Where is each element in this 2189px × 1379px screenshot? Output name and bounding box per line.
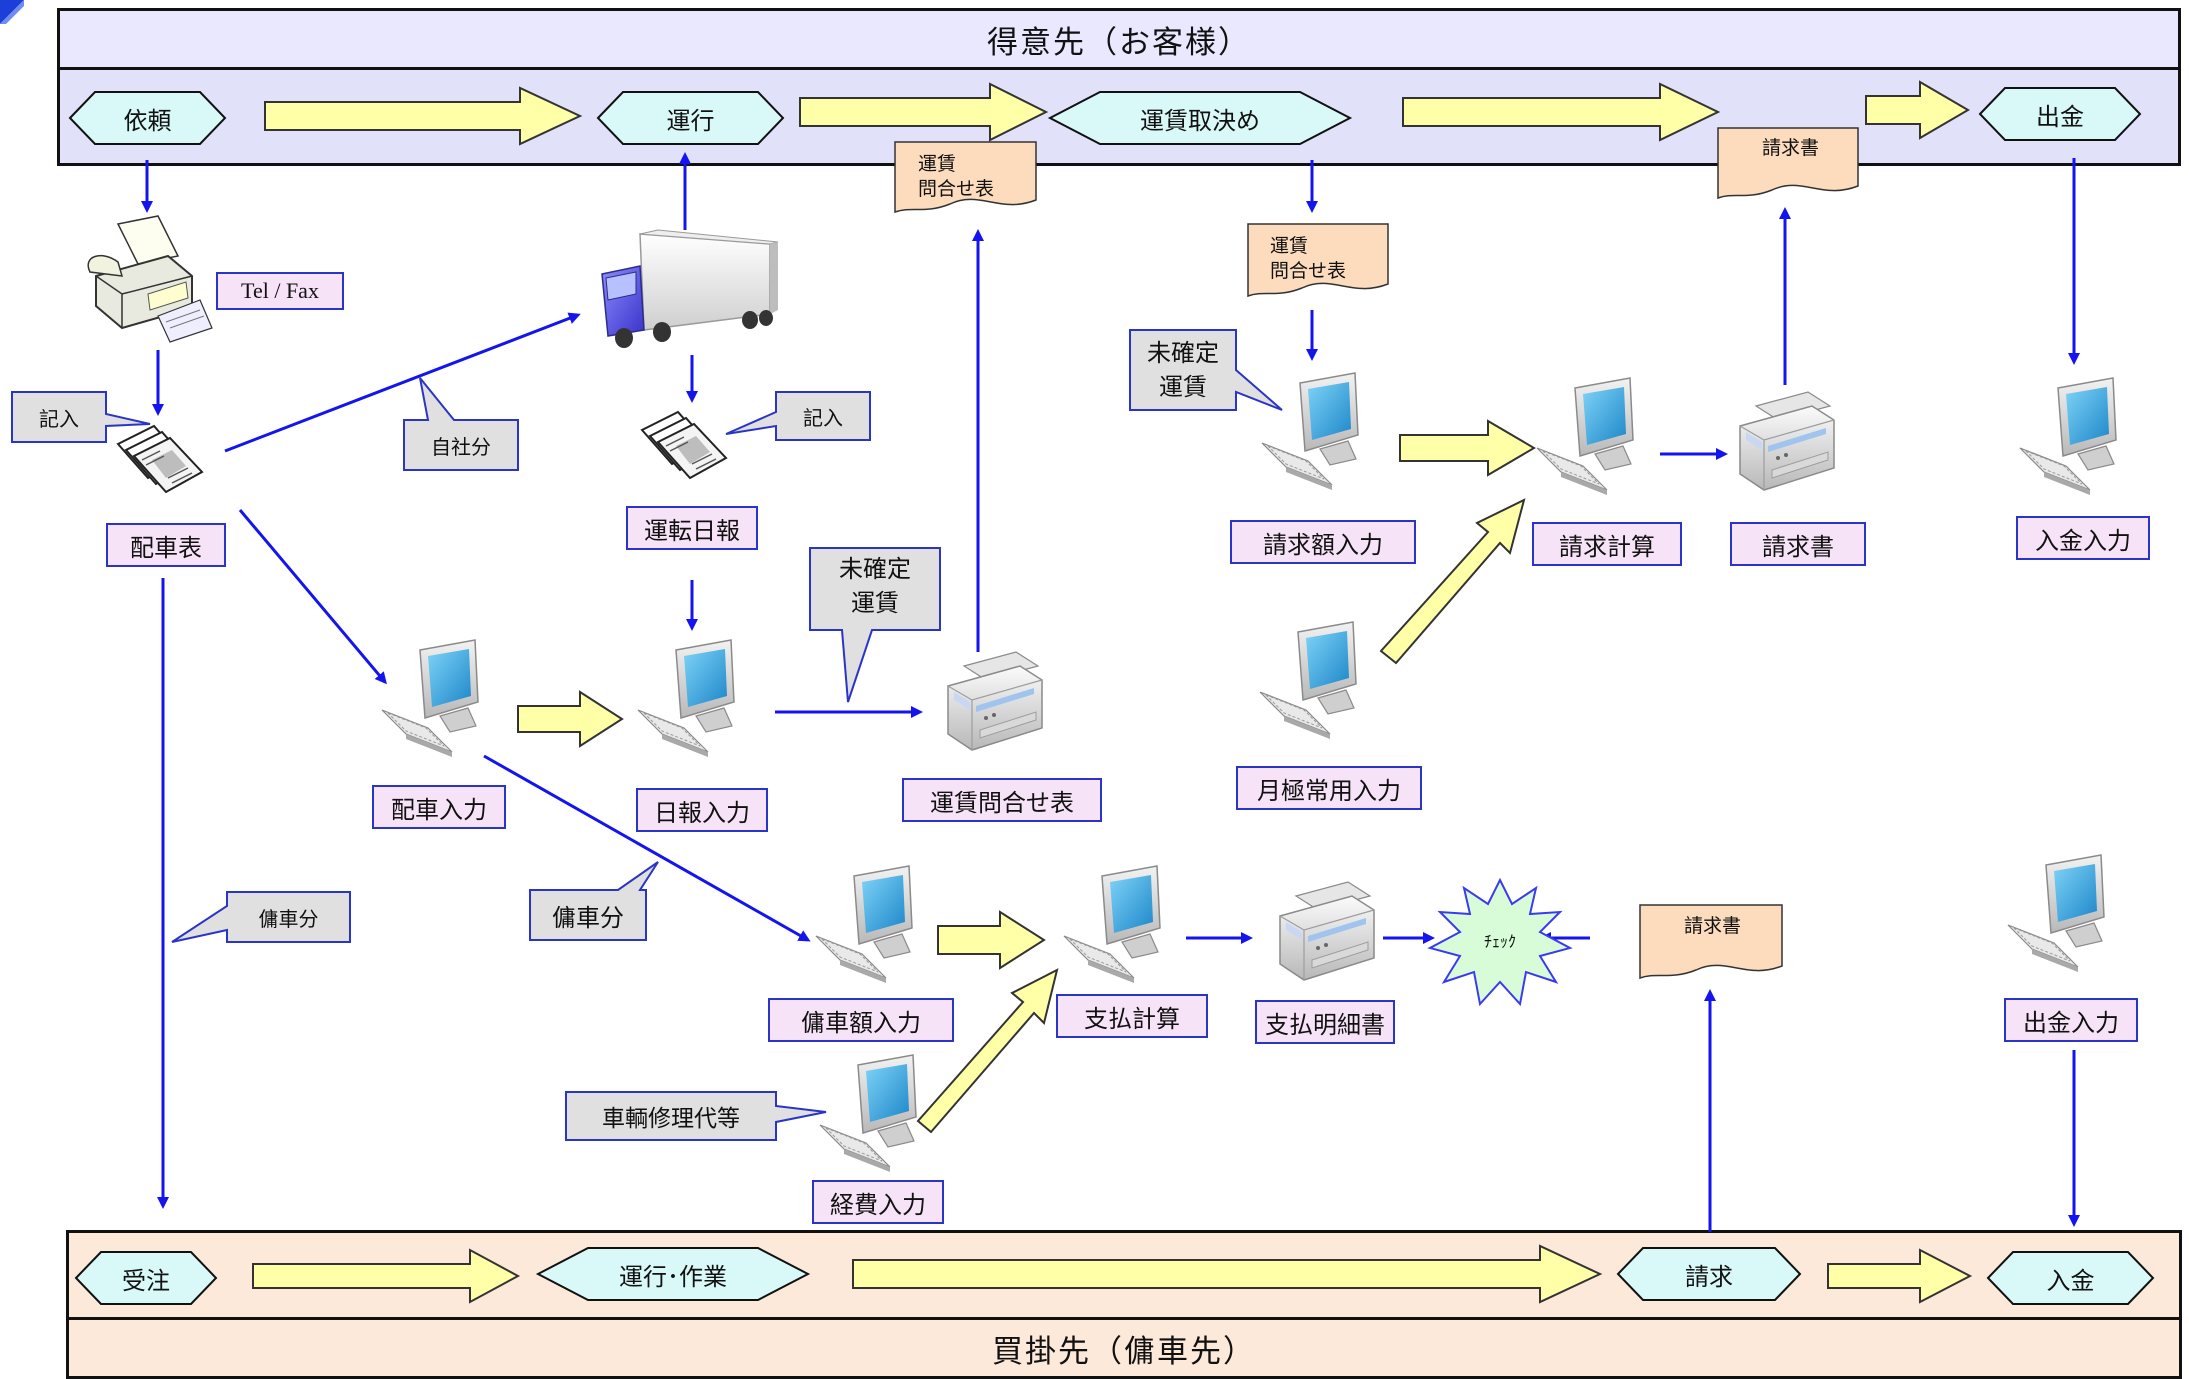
callout-jisha-shape <box>403 377 519 471</box>
customer-band-title: 得意先（お客様） <box>60 11 2178 70</box>
callout-yosha-1-shape <box>171 891 351 943</box>
flow-arrows <box>141 152 2080 1232</box>
nyukin-pc-icon <box>2019 377 2117 496</box>
yosha-gaku-label: 傭車額入力 <box>768 998 954 1042</box>
step-irai-hex <box>68 91 227 145</box>
unten-nippo-label: 運転日報 <box>626 506 758 550</box>
callout-mikakutei-1: 未確定 運賃 <box>839 555 911 617</box>
haisha-hyo-label: 配車表 <box>106 523 226 567</box>
doc-seikyusho-mid: 請求書 <box>1684 915 1742 937</box>
shiharai-keisan-pc-icon <box>1063 865 1161 984</box>
check-star <box>1427 877 1573 1007</box>
shukkin-pc-icon <box>2007 854 2105 973</box>
callout-kinyu-2: 記入 <box>803 405 843 430</box>
fat-arrow-bot-1 <box>252 1248 521 1304</box>
callout-jisha: 自社分 <box>431 434 491 459</box>
document-shapes <box>894 127 1859 980</box>
seikyusho-label: 請求書 <box>1730 522 1866 566</box>
doc-toiawase-1-shape <box>894 141 1037 214</box>
callout-kinyu-1-shape <box>11 391 151 443</box>
seikyu-keisan-label: 請求計算 <box>1532 522 1682 566</box>
callout-mikakutei-1-shape <box>809 547 941 703</box>
truck-icon <box>601 229 779 348</box>
callout-sharyo: 車輌修理代等 <box>602 1106 740 1132</box>
step-seikyu-hex <box>1616 1247 1802 1301</box>
unchin-toiawase-label: 運賃問合せ表 <box>902 778 1102 822</box>
callout-yosha-1: 傭車分 <box>258 906 319 931</box>
fat-arrow-top-2 <box>799 82 1049 142</box>
seikyusho-printer-icon <box>1739 391 1835 491</box>
callout-shapes <box>11 329 1283 1141</box>
doc-seikyusho-top: 請求書 <box>1762 137 1820 159</box>
fat-arrow-top-4 <box>1865 80 1970 140</box>
tel-fax-label: Tel / Fax <box>216 272 344 310</box>
doc-seikyusho-mid-shape <box>1639 904 1783 980</box>
callout-sharyo-shape <box>565 1091 827 1141</box>
seikyugaku-nyuryoku-label: 請求額入力 <box>1230 520 1416 564</box>
callout-yosha-2-shape <box>529 861 659 941</box>
callout-kinyu-1: 記入 <box>39 406 79 431</box>
keihi-pc-icon <box>819 1054 917 1173</box>
haisha-papers-icon <box>117 425 203 493</box>
nyukin-nyuryoku-label: 入金入力 <box>2016 516 2150 560</box>
fat-arrow-bot-3 <box>1827 1248 1973 1304</box>
fat-arrow-top-1 <box>264 86 583 146</box>
doc-seikyusho-top-shape <box>1717 127 1859 200</box>
nippo-pc-icon <box>637 639 735 758</box>
shiharai-meisai-label: 支払明細書 <box>1255 1000 1395 1044</box>
check-label: ﾁｪｯｸ <box>1483 932 1516 951</box>
step-unko-sagyo-hex <box>535 1247 811 1301</box>
doc-toiawase-2-shape <box>1247 223 1389 298</box>
callout-mikakutei-2-shape <box>1129 329 1283 411</box>
doc-toiawase-2: 運賃 問合せ表 <box>1270 235 1347 282</box>
step-nyukin-hex <box>1986 1251 2155 1305</box>
step-torikime-hex <box>1047 91 1353 145</box>
fat-arrow-pc-2 <box>1399 419 1536 477</box>
tsukigime-pc-icon <box>1259 621 1357 740</box>
step-shukkin-hex <box>1978 87 2142 141</box>
nippo-nyuryoku-label: 日報入力 <box>636 788 768 832</box>
seikyugaku-pc-icon <box>1261 372 1359 491</box>
shiharai-keisan-label: 支払計算 <box>1056 994 1208 1038</box>
fat-arrow-pc-3 <box>937 910 1046 970</box>
fat-arrows <box>252 80 1973 1304</box>
tsukigime-label: 月極常用入力 <box>1236 766 1422 810</box>
nippo-papers-icon <box>641 411 727 479</box>
shukkin-nyuryoku-label: 出金入力 <box>2004 998 2138 1042</box>
fat-arrow-bot-2 <box>852 1244 1603 1304</box>
subcontractor-band: 買掛先（傭車先） <box>66 1230 2182 1379</box>
callout-mikakutei-2: 未確定 運賃 <box>1147 339 1219 401</box>
meisai-printer-icon <box>1279 881 1375 981</box>
fat-arrow-pc-1 <box>517 690 624 748</box>
toiawase-printer-icon <box>947 651 1043 751</box>
fax-icon <box>87 215 213 343</box>
corner-decoration <box>0 0 24 24</box>
subcontractor-band-title: 買掛先（傭車先） <box>69 1317 2179 1376</box>
yosha-gaku-pc-icon <box>815 865 913 984</box>
callout-kinyu-2-shape <box>725 391 871 441</box>
top-step-hexagons <box>68 87 2142 145</box>
callout-yosha-2: 傭車分 <box>552 903 624 932</box>
step-juchu-hex <box>74 1251 218 1305</box>
step-unko-hex <box>596 91 785 145</box>
haisha-pc-icon <box>381 639 479 758</box>
haisha-nyuryoku-label: 配車入力 <box>372 785 506 829</box>
keihi-nyuryoku-label: 経費入力 <box>812 1180 944 1224</box>
fat-arrow-diag-2 <box>916 968 1059 1134</box>
seikyu-keisan-pc-icon <box>1536 377 1634 496</box>
fat-arrow-top-3 <box>1402 82 1721 142</box>
fat-arrow-diag-1 <box>1379 498 1526 665</box>
bottom-step-hexagons <box>74 1247 2155 1305</box>
doc-toiawase-1: 運賃 問合せ表 <box>918 153 995 200</box>
